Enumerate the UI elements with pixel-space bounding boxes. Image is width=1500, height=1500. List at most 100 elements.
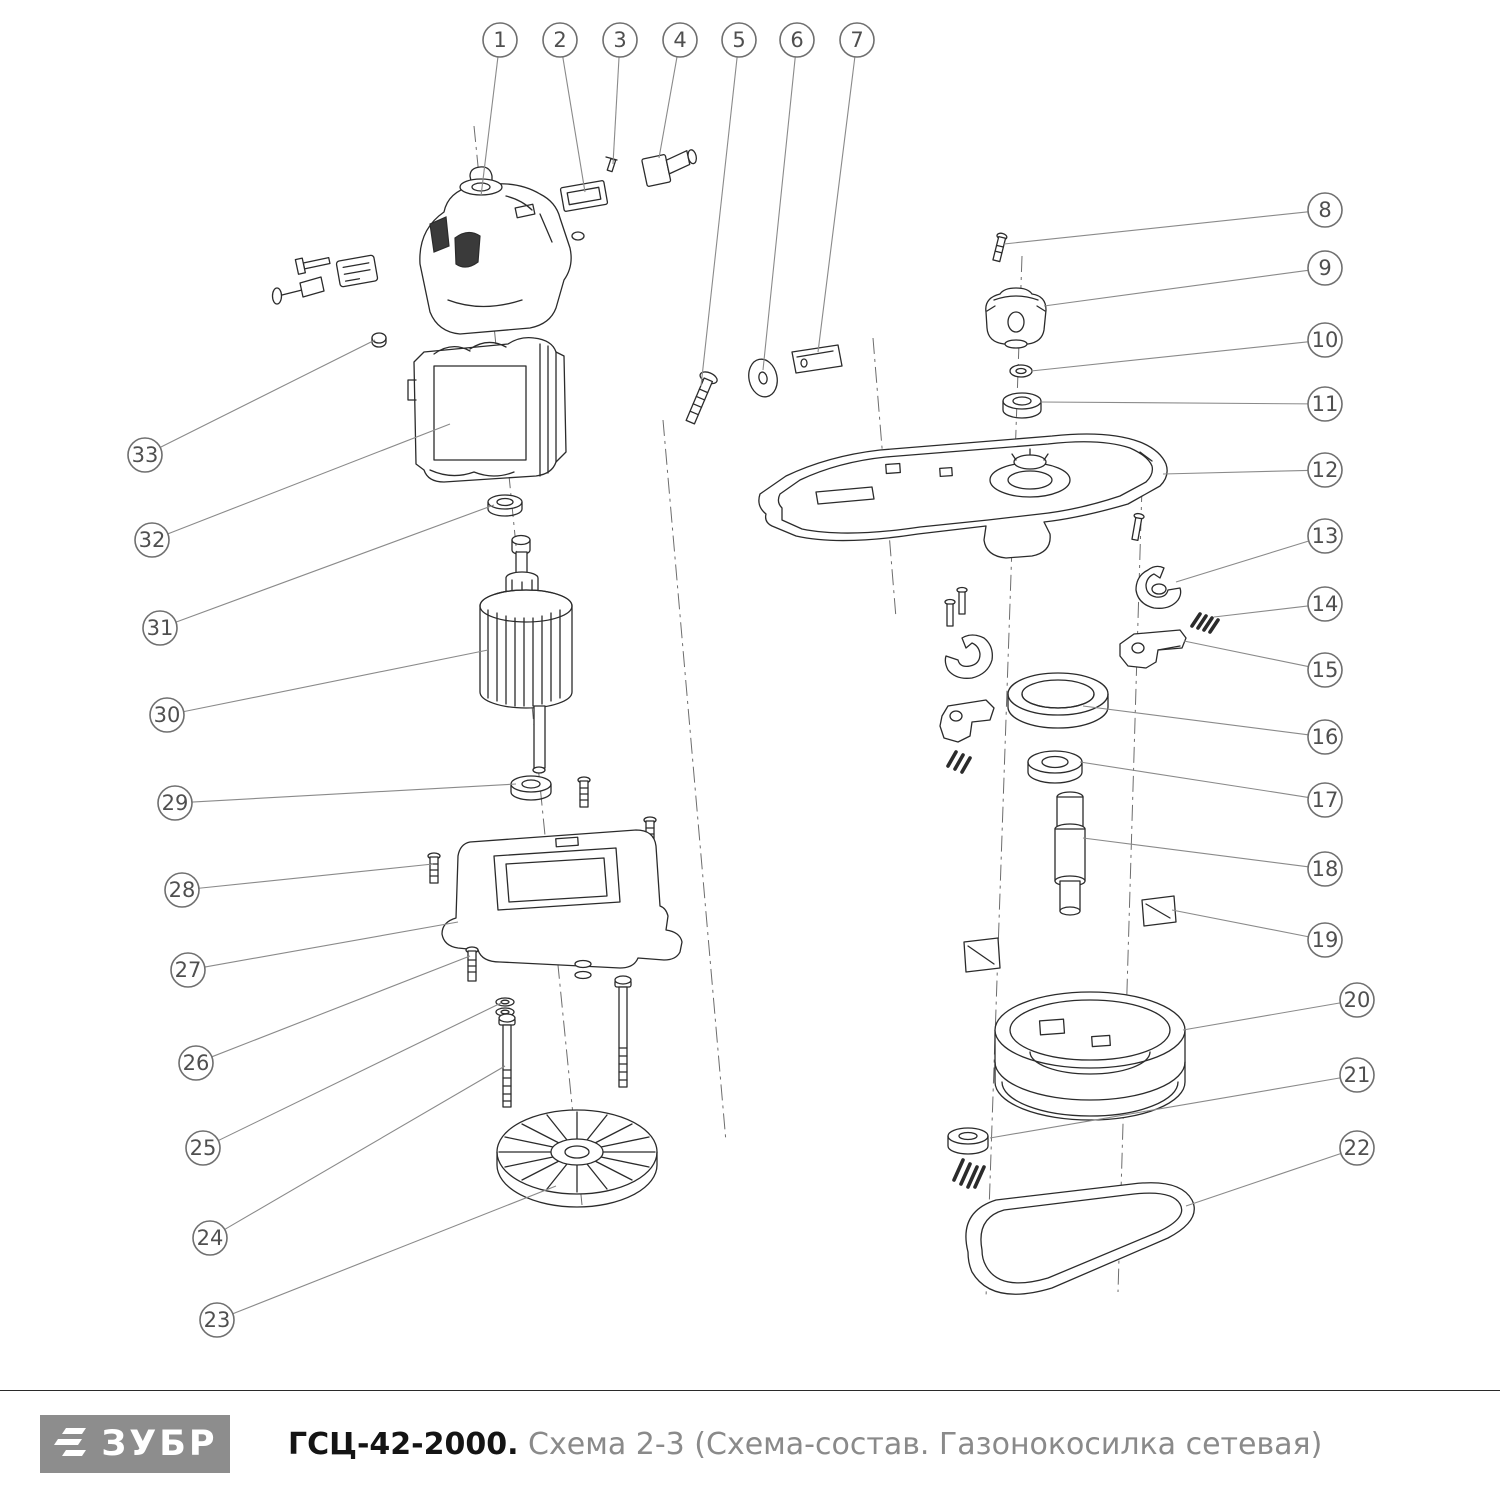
part-29-bearing [510, 775, 552, 801]
callout-number-29: 29 [162, 791, 189, 815]
callout-number-25: 25 [190, 1136, 217, 1160]
part-15-lever [1119, 629, 1187, 669]
part-6-washer [748, 358, 778, 398]
callout-circle-2 [542, 22, 578, 58]
part-31-bearing [487, 494, 523, 517]
callout-circle-12 [1307, 452, 1343, 488]
callout-number-19: 19 [1312, 928, 1339, 952]
exploded-view-drawing: 1234567891011121314151617181920212223242… [127, 22, 1375, 1338]
leader-line-23 [232, 1185, 557, 1315]
part-3-screw [605, 156, 618, 173]
callout-circle-11 [1307, 386, 1343, 422]
callout-circle-4 [662, 22, 698, 58]
callout-number-15: 15 [1312, 658, 1339, 682]
title-description: Схема 2-3 (Схема-состав. Газонокосилка с… [518, 1426, 1323, 1462]
leader-line-25 [218, 1002, 502, 1142]
part-12-deck-housing [758, 433, 1168, 559]
leader-line-24 [224, 1065, 506, 1230]
callout-number-21: 21 [1344, 1063, 1371, 1087]
part-10-washer [1009, 364, 1033, 378]
leader-line-1 [480, 56, 499, 197]
leader-line-21 [989, 1077, 1341, 1139]
callout-circle-9 [1307, 250, 1343, 286]
part-24-bolts [498, 975, 632, 1108]
part-20-blade-housing [994, 991, 1186, 1121]
leader-line-33 [159, 339, 376, 448]
callout-number-4: 4 [673, 28, 686, 52]
callout-number-12: 12 [1312, 458, 1339, 482]
callout-circle-25 [185, 1130, 221, 1166]
part-22-belt [965, 1182, 1195, 1295]
leader-line-5 [700, 56, 738, 387]
leader-line-7 [817, 56, 856, 353]
callout-number-30: 30 [154, 703, 181, 727]
callout-circle-31 [142, 610, 178, 646]
zubr-logo-text: ЗУБР [101, 1423, 218, 1464]
callout-number-5: 5 [732, 28, 745, 52]
part-26-screw [465, 946, 479, 982]
callout-number-6: 6 [790, 28, 803, 52]
part-21-bushing-spring [947, 1127, 989, 1189]
callout-number-32: 32 [139, 528, 166, 552]
callout-number-28: 28 [169, 878, 196, 902]
leader-line-26 [211, 955, 471, 1058]
callout-circle-5 [721, 22, 757, 58]
callout-circle-3 [602, 22, 638, 58]
callout-circle-16 [1307, 719, 1343, 755]
leader-line-18 [1082, 837, 1309, 868]
leader-line-6 [762, 56, 796, 371]
leader-line-19 [1171, 909, 1309, 938]
callout-circle-13 [1307, 518, 1343, 554]
callout-circle-23 [199, 1302, 235, 1338]
part-27-lower-housing [441, 829, 683, 980]
model-number: ГСЦ-42-2000. [288, 1426, 519, 1462]
part-18-shaft [1054, 791, 1086, 916]
callout-circle-10 [1307, 322, 1343, 358]
callout-circle-30 [149, 697, 185, 733]
leader-line-16 [1082, 705, 1309, 736]
zubr-bison-icon [52, 1426, 92, 1462]
part-8-screw [992, 232, 1008, 263]
callout-number-31: 31 [147, 616, 174, 640]
callout-number-27: 27 [175, 958, 202, 982]
parts-drawing [271, 149, 1220, 1295]
leader-line-22 [1185, 1152, 1342, 1207]
callout-circle-17 [1307, 782, 1343, 818]
callout-number-20: 20 [1344, 988, 1371, 1012]
callout-number-26: 26 [183, 1051, 210, 1075]
footer-row: ЗУБР ГСЦ-42-2000. Схема 2-3 (Схема-соста… [0, 1391, 1500, 1473]
callout-circle-22 [1339, 1130, 1375, 1166]
callout-number-33: 33 [132, 443, 159, 467]
leader-line-12 [1162, 469, 1309, 475]
callout-number-8: 8 [1318, 198, 1331, 222]
part-28-screw [427, 852, 441, 884]
part-11-bearing [1002, 392, 1042, 419]
callout-number-1: 1 [493, 28, 506, 52]
callout-circle-15 [1307, 652, 1343, 688]
callout-number-16: 16 [1312, 725, 1339, 749]
callout-circle-6 [779, 22, 815, 58]
deck-clamp-screw [1131, 512, 1145, 541]
callout-circle-29 [157, 785, 193, 821]
part-23-fan [496, 1109, 658, 1208]
part-33-nut [371, 332, 387, 348]
callout-number-9: 9 [1318, 256, 1331, 280]
leader-line-2 [562, 56, 586, 193]
callout-circle-24 [192, 1220, 228, 1256]
part-14-spring [1190, 612, 1220, 634]
callout-circle-33 [127, 437, 163, 473]
zubr-logo: ЗУБР [40, 1415, 230, 1473]
part-7-plate [791, 344, 843, 374]
callout-circle-26 [178, 1045, 214, 1081]
leader-line-27 [204, 921, 459, 968]
part-4-brush-assembly [641, 149, 698, 187]
callout-number-2: 2 [553, 28, 566, 52]
callout-circle-27 [170, 952, 206, 988]
callout-circle-20 [1339, 982, 1375, 1018]
callout-number-11: 11 [1312, 392, 1339, 416]
callout-circle-28 [164, 872, 200, 908]
leader-line-13 [1175, 540, 1309, 583]
callout-number-23: 23 [204, 1308, 231, 1332]
part-9-knob [985, 287, 1047, 349]
